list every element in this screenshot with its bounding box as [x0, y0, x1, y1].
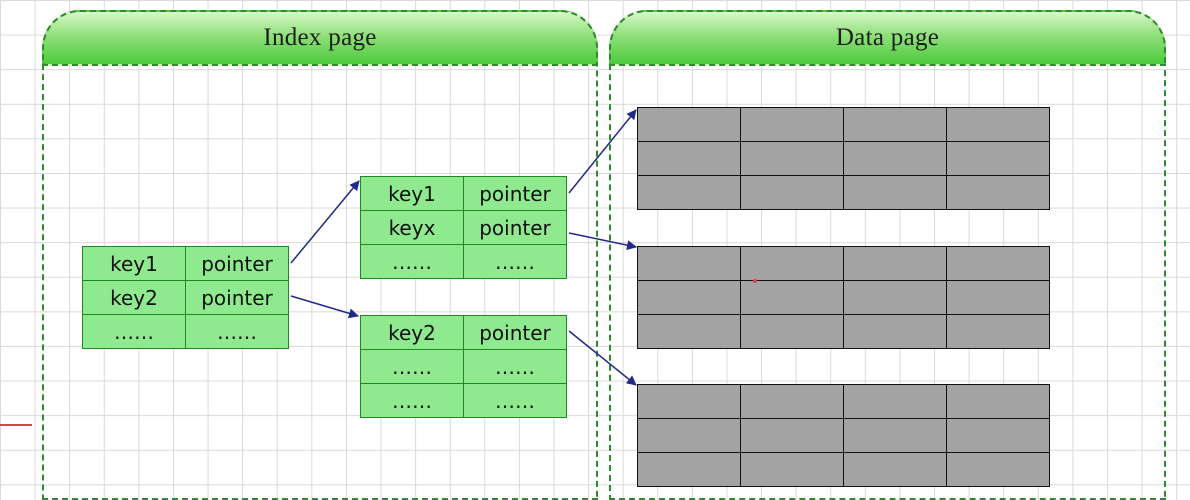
- data-cell: [637, 175, 741, 210]
- data-row: [637, 175, 1050, 210]
- index-row: …… ……: [360, 244, 567, 279]
- data-cell: [740, 280, 844, 315]
- data-cell: [740, 246, 844, 281]
- data-block-1: [637, 107, 1050, 210]
- pointer-cell: pointer: [463, 210, 567, 245]
- data-cell: [740, 107, 844, 142]
- left-edge-mark: [0, 424, 32, 426]
- data-cell: [637, 418, 741, 453]
- data-cell: [946, 384, 1050, 419]
- data-cell: [740, 314, 844, 349]
- data-cell: [843, 384, 947, 419]
- data-cell: [637, 107, 741, 142]
- data-cell: [843, 246, 947, 281]
- data-cell: [637, 280, 741, 315]
- data-block-2: [637, 246, 1050, 349]
- ellipsis-cell: ……: [463, 244, 567, 279]
- index-page-title: Index page: [263, 24, 377, 51]
- data-cell: [843, 418, 947, 453]
- index-row: key1 pointer: [82, 246, 289, 281]
- index-row: …… ……: [360, 383, 567, 418]
- index-row: keyx pointer: [360, 210, 567, 245]
- root-index-node: key1 pointer key2 pointer …… ……: [82, 246, 289, 349]
- data-row: [637, 384, 1050, 419]
- pointer-cell: pointer: [185, 280, 289, 315]
- data-row: [637, 418, 1050, 453]
- pointer-cell: pointer: [463, 176, 567, 211]
- data-cell: [946, 246, 1050, 281]
- index-row: …… ……: [360, 349, 567, 384]
- data-cell: [946, 141, 1050, 176]
- data-row: [637, 246, 1050, 281]
- index-page-header: Index page: [42, 10, 598, 66]
- data-cell: [843, 141, 947, 176]
- data-cell: [946, 280, 1050, 315]
- index-row: key2 pointer: [82, 280, 289, 315]
- index-page-panel: Index page: [42, 10, 598, 500]
- data-page-title: Data page: [835, 24, 940, 51]
- data-cell: [637, 452, 741, 487]
- key-cell: key1: [360, 176, 464, 211]
- data-cell: [637, 314, 741, 349]
- key-cell: key2: [82, 280, 186, 315]
- data-cell: [637, 141, 741, 176]
- data-cell: [843, 280, 947, 315]
- ellipsis-cell: ……: [185, 314, 289, 349]
- data-row: [637, 107, 1050, 142]
- data-cell: [637, 384, 741, 419]
- data-cell: [637, 246, 741, 281]
- red-dot-marker: [753, 279, 757, 283]
- ellipsis-cell: ……: [463, 383, 567, 418]
- data-cell: [740, 384, 844, 419]
- data-cell: [946, 175, 1050, 210]
- data-row: [637, 280, 1050, 315]
- data-page-header: Data page: [609, 10, 1166, 66]
- data-row: [637, 314, 1050, 349]
- child-index-node-2: key2 pointer …… …… …… ……: [360, 315, 567, 418]
- data-page-panel: Data page: [609, 10, 1166, 500]
- ellipsis-cell: ……: [360, 244, 464, 279]
- data-row: [637, 141, 1050, 176]
- data-cell: [740, 141, 844, 176]
- data-cell: [843, 107, 947, 142]
- data-cell: [946, 107, 1050, 142]
- data-cell: [946, 418, 1050, 453]
- ellipsis-cell: ……: [360, 383, 464, 418]
- pointer-cell: pointer: [185, 246, 289, 281]
- key-cell: keyx: [360, 210, 464, 245]
- data-cell: [740, 175, 844, 210]
- ellipsis-cell: ……: [360, 349, 464, 384]
- index-row: key1 pointer: [360, 176, 567, 211]
- data-cell: [946, 314, 1050, 349]
- pointer-cell: pointer: [463, 315, 567, 350]
- key-cell: key2: [360, 315, 464, 350]
- index-row: …… ……: [82, 314, 289, 349]
- data-cell: [843, 175, 947, 210]
- data-row: [637, 452, 1050, 487]
- data-cell: [946, 452, 1050, 487]
- data-cell: [843, 452, 947, 487]
- data-cell: [740, 452, 844, 487]
- index-row: key2 pointer: [360, 315, 567, 350]
- ellipsis-cell: ……: [463, 349, 567, 384]
- data-cell: [843, 314, 947, 349]
- key-cell: key1: [82, 246, 186, 281]
- data-block-3: [637, 384, 1050, 487]
- child-index-node-1: key1 pointer keyx pointer …… ……: [360, 176, 567, 279]
- ellipsis-cell: ……: [82, 314, 186, 349]
- data-cell: [740, 418, 844, 453]
